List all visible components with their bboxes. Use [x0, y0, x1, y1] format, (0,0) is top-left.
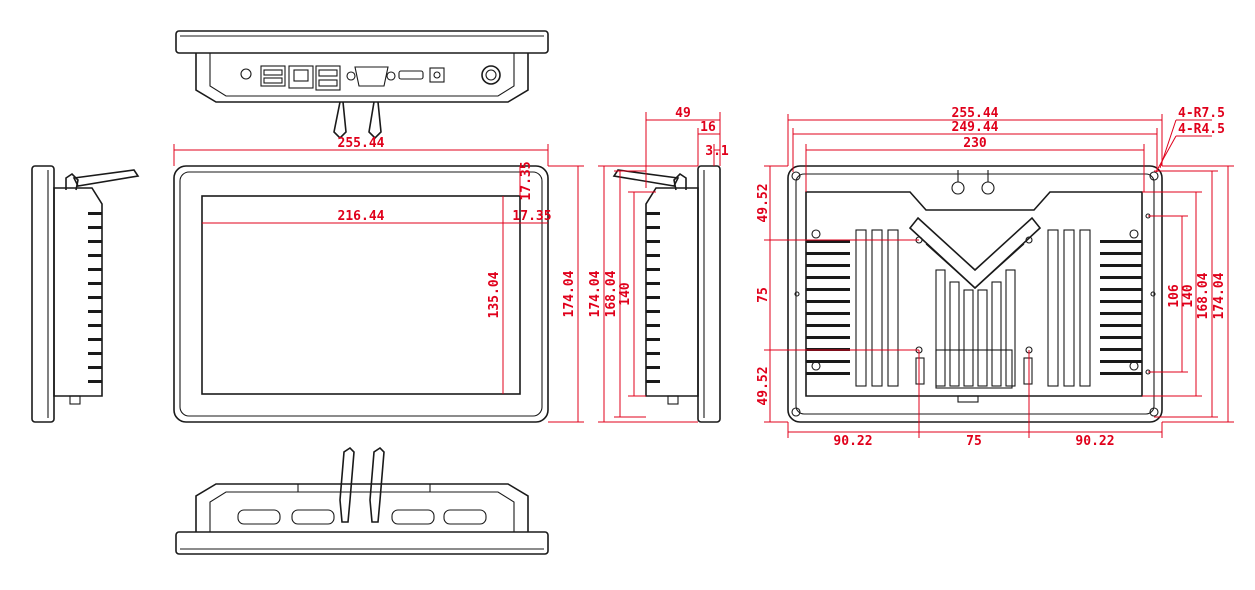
right-168-label: 168.04 — [1196, 272, 1211, 319]
antenna-icon — [333, 101, 347, 140]
corner-hole-icon — [1149, 171, 1159, 181]
front-width-label: 255.44 — [338, 136, 385, 151]
top-view — [175, 30, 549, 140]
corner-hole-icon — [791, 407, 801, 417]
led-icon — [240, 68, 252, 80]
chevron-rib — [908, 216, 1042, 290]
usb-port-icon — [315, 65, 341, 91]
bottom-left-label: 90.22 — [833, 434, 872, 449]
right-106-label: 106 — [1167, 284, 1182, 308]
serial-port-icon — [391, 509, 435, 525]
side-cutout-height-label: 168.04 — [604, 270, 619, 317]
glass-thickness-label: 3.1 — [705, 144, 729, 159]
corner-radius-inner-label: 4-R4.5 — [1178, 122, 1225, 137]
side-inner-height-label: 140 — [618, 282, 633, 306]
antenna-icon — [369, 446, 385, 523]
screw-icon — [981, 181, 995, 195]
ethernet-port-icon — [288, 65, 314, 89]
front-view: 255.44 216.44 17.35 17.35 135.04 174.04 — [173, 136, 584, 423]
rear-hole-span-label: 230 — [963, 136, 987, 151]
rear-width-label: 255.44 — [952, 106, 999, 121]
bottom-mid-label: 75 — [966, 434, 982, 449]
right-140-label: 140 — [1181, 284, 1196, 308]
corner-hole-icon — [1149, 407, 1159, 417]
antenna-icon — [368, 101, 382, 140]
corner-radius-outer-label: 4-R7.5 — [1178, 106, 1225, 121]
side-outer-height-label: 174.04 — [588, 270, 603, 317]
bezel-top-label: 17.35 — [519, 161, 534, 200]
rear-view: 255.44 249.44 230 4-R7.5 4-R4.5 49.52 75… — [756, 106, 1234, 449]
display-height-label: 135.04 — [487, 271, 502, 318]
screw-icon — [951, 181, 965, 195]
mount-hole-icon — [811, 361, 821, 371]
rear-fins-left — [806, 240, 850, 375]
antenna-icon — [612, 169, 680, 187]
left-side-view — [31, 165, 140, 423]
vesa-hole-icon — [1025, 236, 1033, 244]
bezel-right-label: 17.35 — [512, 209, 551, 224]
display-width-label: 216.44 — [338, 209, 385, 224]
right-side-view: 49 16 3.1 174.04 168.04 140 — [588, 106, 729, 423]
rear-fins-right — [1100, 240, 1142, 375]
antenna-icon — [339, 446, 355, 523]
vesa-top-label: 49.52 — [756, 183, 771, 222]
serial-port-icon — [291, 509, 335, 525]
vga-port-icon — [354, 66, 389, 87]
heat-fins — [88, 212, 102, 383]
rear-cutout-width-label: 249.44 — [952, 120, 999, 135]
bottom-view — [175, 446, 549, 555]
side-hole-icon — [1150, 291, 1156, 297]
corner-hole-icon — [791, 171, 801, 181]
antenna-icon — [72, 169, 140, 187]
mount-hole-icon — [1129, 229, 1139, 239]
rear-vertical-ribs — [855, 229, 1091, 387]
flange-depth-label: 16 — [700, 120, 716, 135]
bottom-right-label: 90.22 — [1075, 434, 1114, 449]
hdmi-port-icon — [398, 70, 424, 80]
serial-port-icon — [443, 509, 487, 525]
serial-port-icon — [237, 509, 281, 525]
depth-label: 49 — [675, 106, 691, 121]
front-height-label: 174.04 — [562, 270, 577, 317]
dc-jack-icon — [429, 67, 445, 83]
vesa-bottom-label: 49.52 — [756, 366, 771, 405]
label-plate — [935, 349, 1013, 389]
power-button-icon — [481, 65, 501, 85]
usb-port-icon — [260, 65, 286, 87]
side-hole-icon — [794, 291, 800, 297]
right-174-label: 174.04 — [1212, 272, 1227, 319]
heat-fins — [646, 212, 660, 383]
vesa-mid-label: 75 — [756, 287, 771, 303]
mount-hole-icon — [1129, 361, 1139, 371]
mount-hole-icon — [811, 229, 821, 239]
